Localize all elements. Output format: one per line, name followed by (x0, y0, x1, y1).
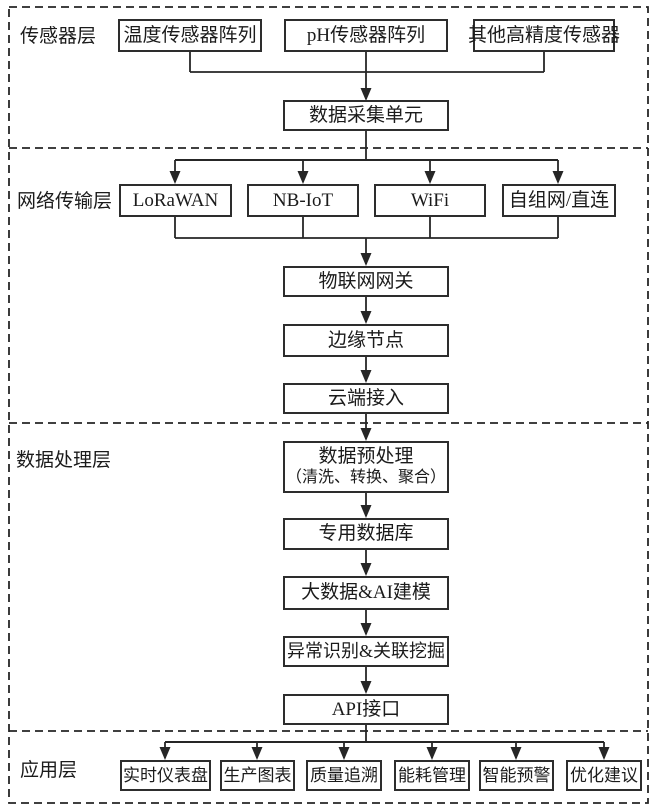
node-label: 生产图表 (223, 765, 292, 785)
layer-label-network: 网络传输层 (17, 191, 113, 212)
node-realtime-dashboard: 实时仪表盘 (120, 760, 211, 791)
node-label: pH传感器阵列 (306, 24, 426, 46)
node-label: 实时仪表盘 (123, 765, 208, 785)
node-dedicated-database: 专用数据库 (283, 518, 449, 550)
node-data-preprocessing: 数据预处理 （清洗、转换、聚合） (283, 441, 449, 493)
network-layer-connectors (169, 158, 564, 441)
section-borders (8, 6, 649, 804)
node-label: 物联网网关 (318, 270, 414, 292)
node-optimization-suggestions: 优化建议 (566, 760, 642, 791)
node-bigdata-ai-modeling: 大数据&AI建模 (283, 576, 449, 610)
node-anomaly-detection-association-mining: 异常识别&关联挖掘 (283, 636, 449, 667)
node-lorawan: LoRaWAN (119, 184, 232, 217)
sensor-layer-connectors (189, 52, 545, 160)
node-energy-management: 能耗管理 (394, 760, 470, 791)
node-production-charts: 生产图表 (220, 760, 295, 791)
application-layer-connectors (159, 740, 610, 760)
node-ph-sensor-array: pH传感器阵列 (284, 19, 448, 52)
layer-label-processing: 数据处理层 (16, 450, 112, 471)
node-label: NB-IoT (272, 189, 334, 211)
node-other-high-precision-sensors: 其他高精度传感器 (468, 19, 620, 52)
node-api-interface: API接口 (283, 694, 449, 725)
node-wifi: WiFi (374, 184, 486, 217)
node-iot-gateway: 物联网网关 (283, 266, 449, 297)
node-label: 专用数据库 (318, 523, 414, 545)
node-label: 能耗管理 (398, 765, 466, 785)
node-label: 质量追溯 (310, 765, 378, 785)
node-label: 温度传感器阵列 (123, 24, 257, 46)
node-label: 异常识别&关联挖掘 (286, 641, 445, 662)
node-label: 优化建议 (570, 765, 638, 785)
node-data-acquisition-unit: 数据采集单元 (283, 100, 449, 131)
node-nb-iot: NB-IoT (247, 184, 359, 217)
node-adhoc-direct-connect: 自组网/直连 (502, 184, 616, 217)
node-label: 大数据&AI建模 (301, 582, 431, 604)
node-label: 边缘节点 (327, 329, 404, 351)
node-label: 自组网/直连 (508, 189, 610, 211)
layer-label-sensor: 传感器层 (20, 26, 97, 47)
node-label: 其他高精度传感器 (468, 24, 621, 46)
layer-label-application: 应用层 (20, 760, 78, 781)
node-cloud-access: 云端接入 (283, 383, 449, 414)
node-label: 数据预处理 (318, 445, 414, 467)
node-sublabel: （清洗、转换、聚合） (285, 468, 446, 486)
node-label: 云端接入 (327, 387, 404, 409)
node-label: 智能预警 (482, 765, 551, 785)
node-quality-traceability: 质量追溯 (306, 760, 382, 791)
node-label: API接口 (331, 698, 401, 720)
node-label: WiFi (410, 189, 450, 211)
node-label: 数据采集单元 (308, 104, 423, 126)
node-temperature-sensor-array: 温度传感器阵列 (118, 19, 262, 52)
node-label: LoRaWAN (132, 189, 219, 211)
node-intelligent-early-warning: 智能预警 (479, 760, 554, 791)
node-edge-node: 边缘节点 (283, 324, 449, 357)
